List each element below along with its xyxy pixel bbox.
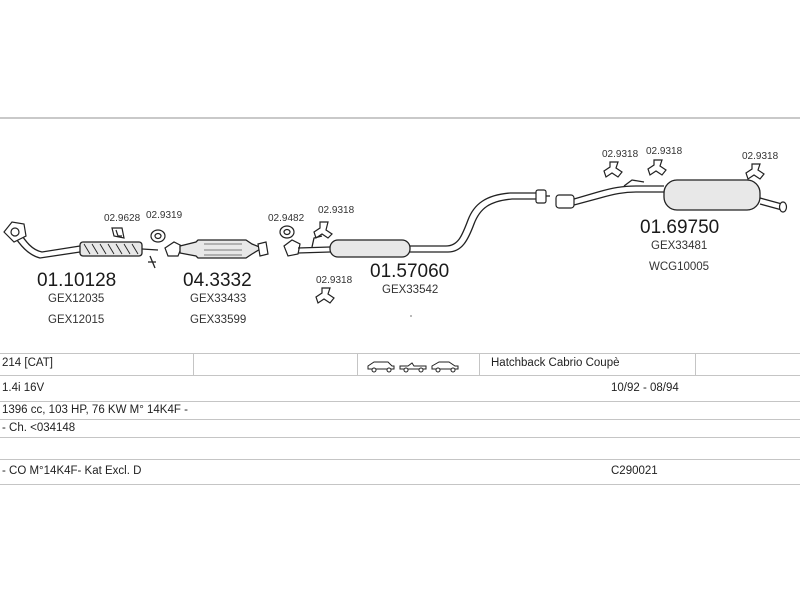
hanger-rubber-icon [745,163,765,180]
info-row-note: - CO M°14K4F- Kat Excl. D C290021 [0,459,800,485]
part-ref: WCG10005 [649,261,709,273]
cabrio-icon [399,362,427,373]
front-pipe-bend-inner [17,229,81,253]
middle-front-flange [283,239,301,257]
fitting-c-drawing [279,225,295,239]
hanger-rubber-icon [647,159,667,176]
fitting-h-label: 02.9318 [742,151,779,162]
front-pipe-drawing [3,221,159,269]
middle-silencer-body [329,239,411,258]
middle-inlet-pipe [297,246,331,249]
catalyst-body [179,239,264,259]
rear-hanger-bracket [623,179,645,187]
part-number: 04.3332 [183,270,252,291]
vehicle-info-table: 214 [CAT] Hatchback Cabrio Coupè 1.4i 16… [0,353,800,489]
fitting-d-drawing [313,221,333,239]
rear-tail-pipe-inner [759,203,783,211]
fitting-f-label: 02.9318 [602,149,639,160]
front-pipe-end [141,248,159,251]
part-ref: GEX12035 [48,293,104,305]
grid-divider [357,353,358,375]
fitting-h-drawing [745,163,765,180]
rear-silencer-drawing [555,179,788,213]
fitting-b-label: 02.9319 [146,210,183,221]
hatchback-icon [367,361,395,373]
catalyst-lines [204,243,242,256]
middle-silencer-drawing [283,189,550,258]
fitting-g-label: 02.9318 [646,146,683,157]
clamp-ring-inner [283,228,291,236]
middle-outlet-pipe-inner [410,198,538,253]
coupe-icon [431,361,459,373]
chassis-cell: - Ch. <034148 [2,422,76,434]
catalyst-rear-flange [257,241,269,257]
part-number: 01.10128 [37,270,116,291]
stray-dot [410,315,412,317]
catalyst-drawing [164,239,269,259]
years-cell: 10/92 - 08/94 [611,382,679,394]
hanger-rubber-icon [315,287,335,304]
info-row-spacer [0,437,800,460]
fitting-b-drawing [150,229,166,243]
fitting-d-label: 02.9318 [318,205,355,216]
rear-inlet-pipe [573,185,664,200]
middle-outlet-pipe [410,192,538,247]
part-ref: GEX33542 [382,284,438,296]
front-pipe-flange-hole [10,227,20,237]
fitting-e-label: 02.9318 [316,275,353,286]
part-ref: GEX33599 [190,314,246,326]
fitting-f-drawing [603,161,623,178]
hanger-rubber-icon [603,161,623,178]
fitting-a-drawing [111,227,125,239]
part-number: 01.69750 [640,217,719,238]
engine-cell: 1.4i 16V [2,382,45,394]
part-number: 01.57060 [370,261,449,282]
rear-silencer-body [663,179,761,211]
fitting-a-label: 02.9628 [104,213,141,224]
info-row-model: 214 [CAT] Hatchback Cabrio Coupè [0,353,800,376]
part-ref: GEX33481 [651,240,707,252]
code-cell: C290021 [611,465,658,477]
spec-cell: 1396 cc, 103 HP, 76 KW M° 14K4F - [2,404,188,416]
info-row-spec: 1396 cc, 103 HP, 76 KW M° 14K4F - [0,401,800,420]
middle-hanger-bracket [311,235,323,248]
grid-divider [695,353,696,375]
top-border [0,117,800,119]
rear-inlet-clamp [555,194,575,209]
rear-tail-pipe [759,197,783,205]
part-ref: GEX12015 [48,314,104,326]
clamp-ring-inner [154,232,162,240]
fitting-c-label: 02.9482 [268,213,305,224]
rear-tail-tip [778,201,788,213]
middle-outlet-clamp [535,189,547,204]
car-body-icons [367,361,459,373]
grid-divider [193,353,194,375]
part-ref: GEX33433 [190,293,246,305]
fitting-e-drawing [315,287,335,304]
model-cell: 214 [CAT] [2,357,53,369]
fitting-g-drawing [647,159,667,176]
gasket-inner [115,229,122,237]
info-row-chassis: - Ch. <034148 [0,419,800,438]
flex-braid [83,243,139,255]
body-types-cell: Hatchback Cabrio Coupè [491,357,620,369]
rear-inlet-pipe-inner [573,191,664,206]
hanger-rubber-icon [313,221,333,239]
grid-divider [479,353,480,375]
front-pipe-hanger [148,255,156,269]
info-row-engine: 1.4i 16V 10/92 - 08/94 [0,375,800,402]
middle-inlet-pipe-inner [297,251,331,254]
note-cell: - CO M°14K4F- Kat Excl. D [2,465,142,477]
